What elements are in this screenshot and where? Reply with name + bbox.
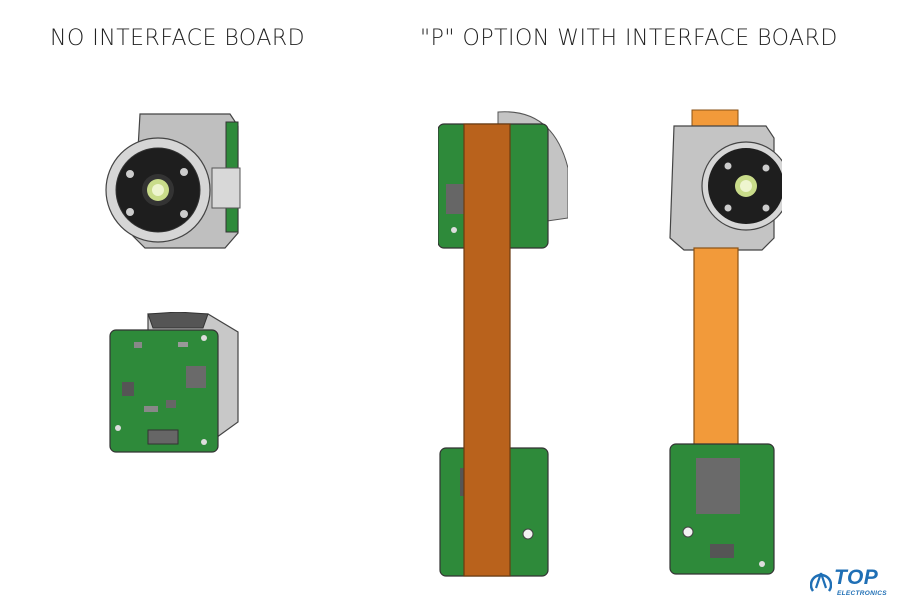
- heading-no-interface-board: NO INTERFACE BOARD: [50, 26, 306, 51]
- top-electronics-logo: TOP ELECTRONICS: [810, 566, 892, 602]
- flex-back-view-dark: [438, 108, 568, 583]
- heading-p-option-interface-board: "P" OPTION WITH INTERFACE BOARD: [420, 26, 838, 51]
- flex-front-view-light: [662, 108, 782, 578]
- camera-front-view: [100, 108, 250, 258]
- camera-back-view-pcb: [108, 312, 248, 457]
- logo-mark-icon: [810, 572, 832, 592]
- logo-subtext: ELECTRONICS: [837, 590, 887, 597]
- logo-text: TOP: [834, 566, 879, 589]
